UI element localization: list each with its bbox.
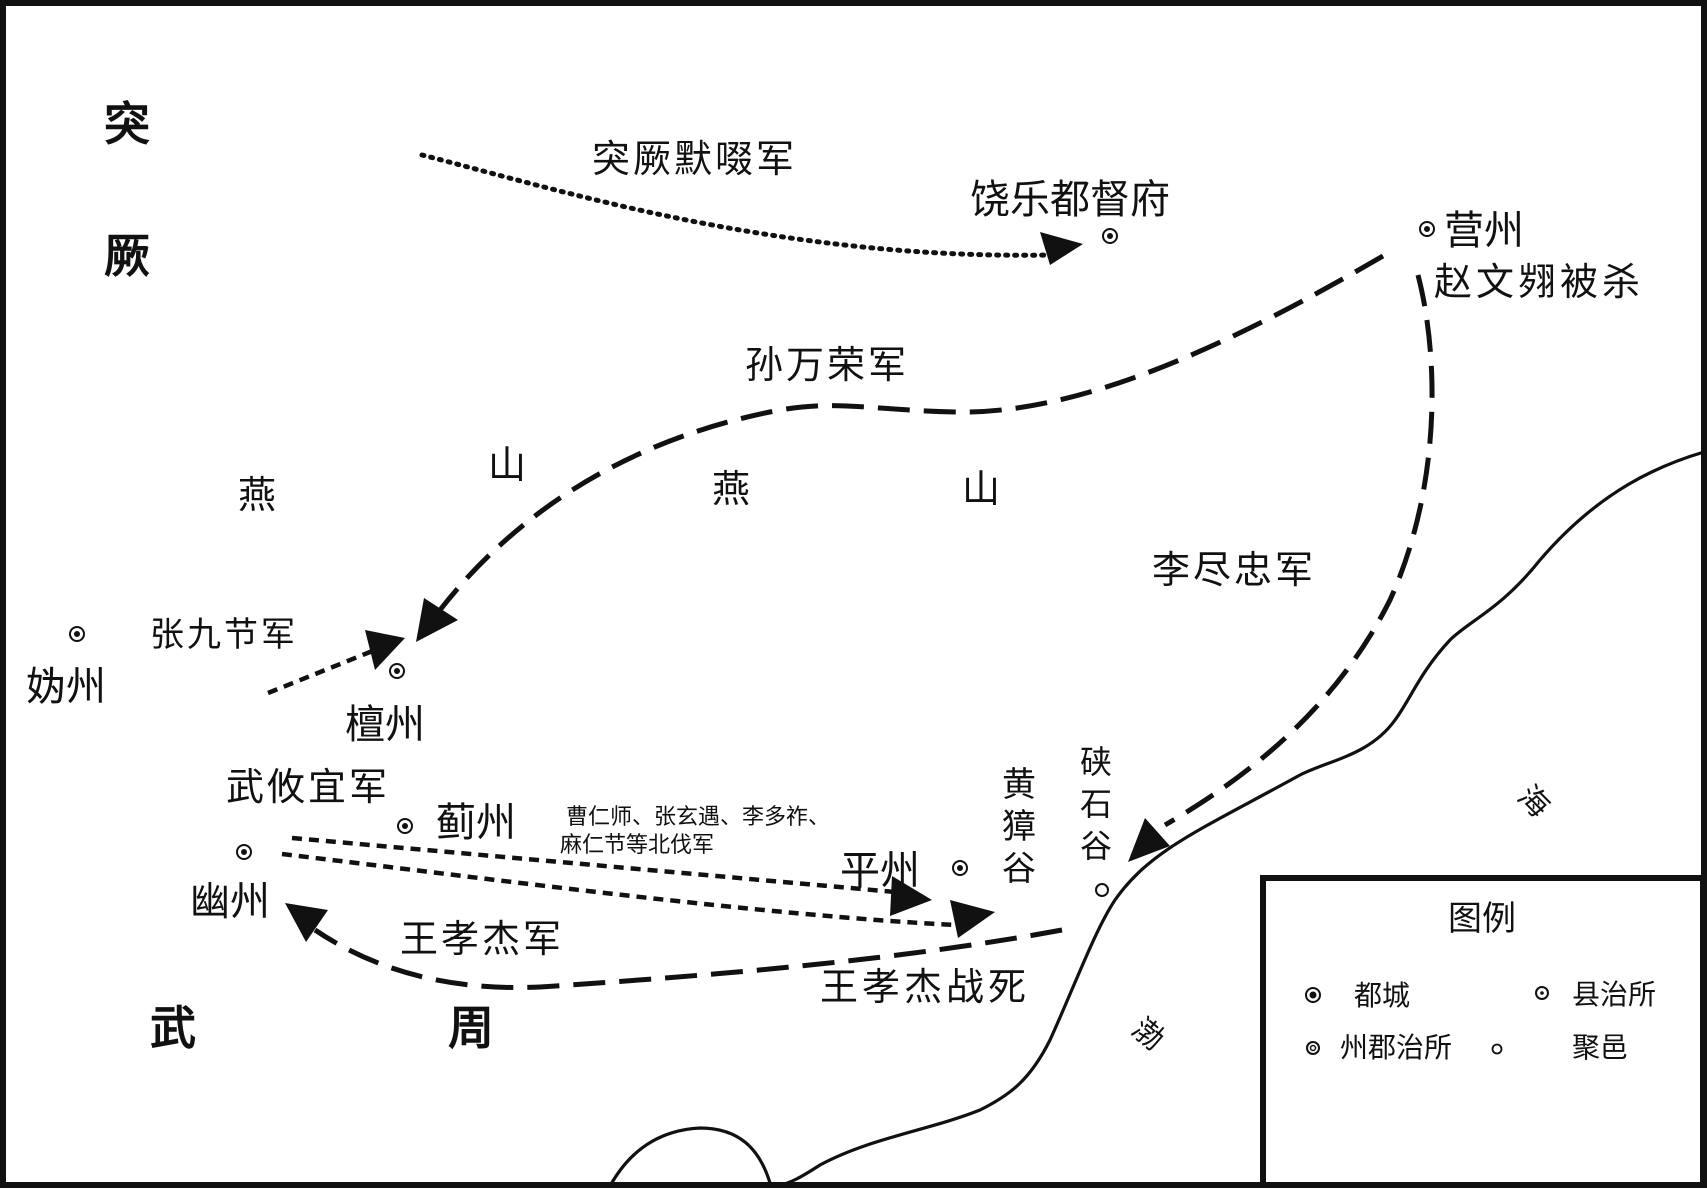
place-label-pingzhou: 平州 (840, 848, 920, 894)
route-zhang-army-arrowhead (365, 630, 405, 670)
mountain-label-shan-2: 山 (962, 467, 1000, 511)
legend-prefecture-symbol (1306, 1041, 1320, 1055)
legend-county-label: 县治所 (1572, 978, 1656, 1011)
place-label-yingzhou: 营州 (1444, 208, 1524, 254)
mountain-label-yan-1: 燕 (238, 473, 276, 517)
region-wuzhou-char-2: 周 (448, 1001, 494, 1055)
place-label-tanzhou: 檀州 (345, 702, 425, 748)
marker-tanzhou (389, 663, 405, 679)
region-wuzhou-char-1: 武 (150, 1001, 196, 1055)
coastline (779, 450, 1705, 1187)
route-expedition-lower-arrowhead (950, 900, 995, 938)
army-label-expedition-line-2: 麻仁节等北伐军 (560, 833, 714, 858)
region-tujue-char-1: 突 (104, 97, 150, 151)
legend-title: 图例 (1448, 899, 1516, 939)
legend-capital-symbol (1305, 987, 1321, 1003)
route-li-army-arrowhead (1128, 818, 1170, 862)
marker-jizhou (397, 818, 413, 834)
svg-text:石: 石 (1080, 785, 1112, 823)
place-label-youzhou: 幽州 (190, 879, 270, 925)
place-label-guizhou: 妫州 (26, 664, 106, 710)
event-label-wang-died: 王孝杰战死 (820, 965, 1030, 1009)
marker-raole (1102, 228, 1118, 244)
army-label-li: 李尽忠军 (1152, 548, 1316, 592)
army-label-tujue: 突厥默啜军 (592, 137, 797, 181)
legend-prefecture-label: 州郡治所 (1340, 1031, 1452, 1064)
svg-text:谷: 谷 (1080, 827, 1112, 865)
route-expedition-upper-arrowhead (890, 876, 932, 916)
legend-settlement-label: 聚邑 (1572, 1031, 1628, 1064)
route-zhang-army (267, 647, 376, 696)
place-label-huangzhang: 黄 獐 谷 (1002, 765, 1036, 889)
event-label-zhao-killed: 赵文翙被杀 (1434, 260, 1644, 304)
coastline-inlet (608, 1126, 772, 1187)
army-label-zhang: 张九节军 (150, 615, 298, 655)
place-label-jizhou: 蓟州 (436, 800, 516, 846)
marker-guizhou (69, 626, 85, 642)
svg-text:獐: 獐 (1002, 807, 1036, 847)
mountain-label-shan-1: 山 (488, 443, 526, 487)
marker-pingzhou (952, 860, 968, 876)
route-sun-army-arrowhead (416, 598, 458, 642)
legend-box: 图例 都城 县治所 州郡治所 聚邑 (1260, 875, 1706, 1188)
army-label-expedition-line-1: 曹仁师、张玄遇、李多祚、 (566, 805, 830, 830)
svg-text:谷: 谷 (1002, 849, 1036, 889)
route-wang-army (313, 927, 1063, 991)
marker-xiashi (1095, 883, 1109, 897)
legend-capital-label: 都城 (1354, 979, 1410, 1012)
route-wang-army-arrowhead (285, 903, 328, 942)
route-expedition-lower (281, 851, 956, 928)
legend-settlement-symbol (1491, 1043, 1503, 1055)
route-sun-army (438, 253, 1385, 612)
route-tujue-army (419, 152, 1053, 258)
mountain-label-yan-2: 燕 (712, 467, 750, 511)
route-tujue-army-arrowhead (1040, 232, 1083, 265)
army-label-sun: 孙万荣军 (745, 343, 909, 387)
army-label-wang: 王孝杰军 (400, 917, 564, 961)
army-label-wuyou: 武攸宜军 (226, 765, 390, 809)
route-li-army (1163, 274, 1435, 828)
place-label-xiashi: 硖 石 谷 (1080, 743, 1112, 865)
svg-text:黄: 黄 (1002, 765, 1036, 805)
legend-county-symbol (1535, 986, 1549, 1000)
place-label-raole: 饶乐都督府 (970, 177, 1170, 223)
svg-text:硖: 硖 (1080, 743, 1112, 781)
region-tujue-char-2: 厥 (104, 229, 150, 283)
marker-youzhou (236, 844, 252, 860)
marker-yingzhou (1419, 221, 1435, 237)
